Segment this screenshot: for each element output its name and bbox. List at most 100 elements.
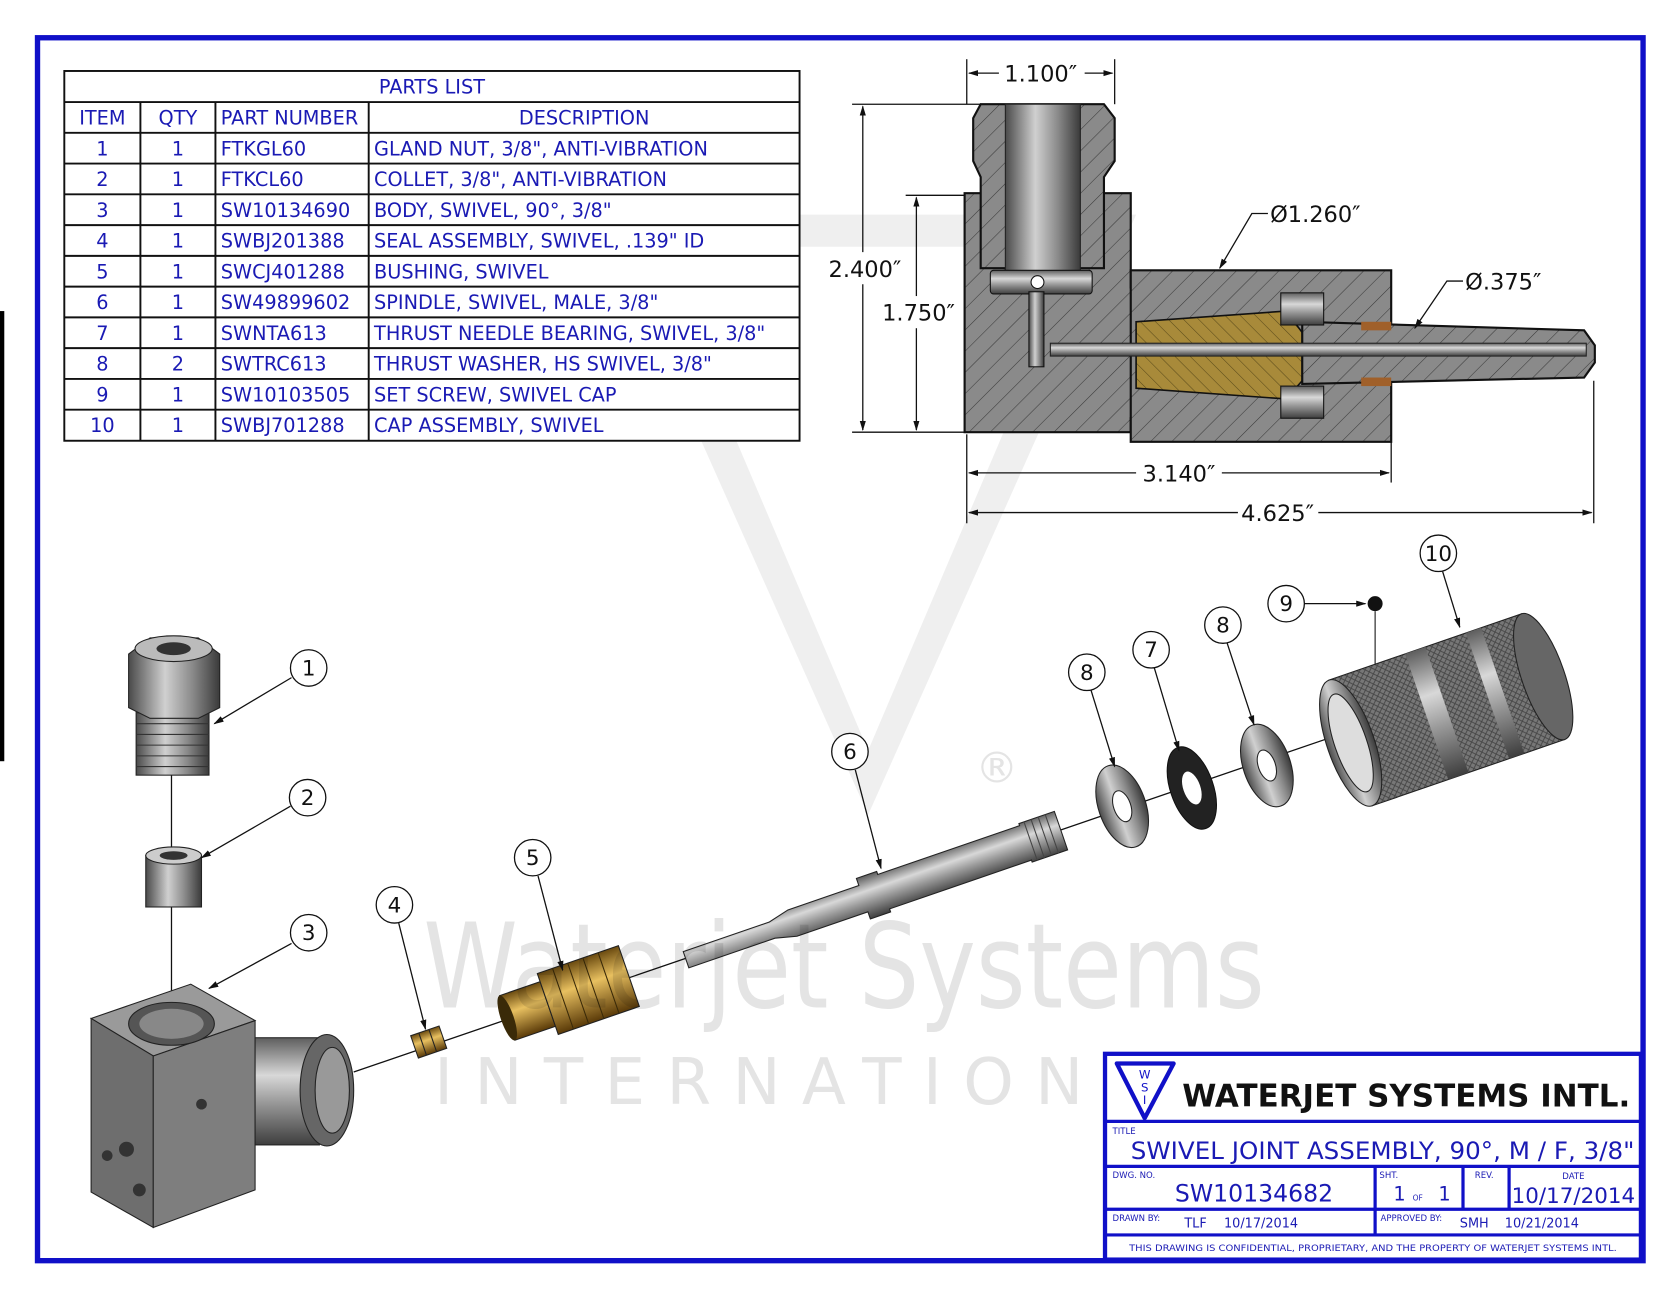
item-cell: 3 xyxy=(96,199,108,222)
balloon-number: 7 xyxy=(1144,638,1158,663)
qty-cell: 1 xyxy=(172,260,184,283)
qty-cell: 1 xyxy=(172,230,184,253)
drawing-title: SWIVEL JOINT ASSEMBLY, 90°, M / F, 3/8" xyxy=(1131,1137,1635,1165)
column-header: QTY xyxy=(159,107,198,130)
date-label: DATE xyxy=(1562,1172,1584,1182)
qty-cell: 1 xyxy=(172,291,184,314)
item-balloon: 3 xyxy=(289,913,328,952)
description-cell: SET SCREW, SWIVEL CAP xyxy=(374,383,616,406)
item-balloon: 9 xyxy=(1267,584,1306,623)
approved-by: SMH xyxy=(1460,1216,1489,1231)
sheet-border xyxy=(34,35,1646,1264)
balloon-number: 10 xyxy=(1425,542,1452,567)
company-logo: W S I xyxy=(1114,1061,1176,1121)
balloon-number: 2 xyxy=(301,786,315,811)
part-set-screw xyxy=(1367,596,1383,612)
logo-letter-i: I xyxy=(1143,1093,1146,1107)
balloon-number: 8 xyxy=(1080,661,1094,686)
item-balloon: 7 xyxy=(1132,630,1170,669)
parts-list-title: PARTS LIST xyxy=(379,75,485,98)
part-number-cell: FTKGL60 xyxy=(221,137,306,160)
part-thrust-washer-2 xyxy=(1240,723,1294,808)
description-cell: SEAL ASSEMBLY, SWIVEL, .139" ID xyxy=(374,230,704,253)
item-cell: 8 xyxy=(96,353,108,376)
sheet-number: 1 xyxy=(1393,1183,1405,1206)
qty-cell: 2 xyxy=(172,353,184,376)
qty-cell: 1 xyxy=(172,414,184,437)
watermark-line2: INTERNATIONAL xyxy=(434,1045,1206,1120)
dim-cap-diameter: Ø1.260″ xyxy=(1270,202,1361,228)
exploded-view xyxy=(89,571,1574,1229)
sheet-total: 1 xyxy=(1438,1183,1450,1206)
balloon-number: 5 xyxy=(526,846,540,871)
sheet-label: SHT. xyxy=(1379,1171,1398,1181)
item-balloon: 1 xyxy=(289,649,328,687)
balloon-number: 9 xyxy=(1279,592,1293,617)
section-view: 1.100″ 2.400″ 1.750″ Ø1.260″ Ø.375″ 3.14… xyxy=(829,59,1596,527)
approved-by-label: APPROVED BY: xyxy=(1380,1214,1442,1224)
dim-spindle-diameter: Ø.375″ xyxy=(1465,270,1541,296)
item-cell: 1 xyxy=(96,137,108,160)
dim-gland-width: 1.100″ xyxy=(1004,62,1077,88)
item-cell: 5 xyxy=(96,260,108,283)
logo-letter-s: S xyxy=(1141,1080,1148,1094)
item-cell: 2 xyxy=(96,168,108,191)
table-row: 5 1 SWCJ401288 BUSHING, SWIVEL xyxy=(96,260,549,283)
title-block: W S I WATERJET SYSTEMS INTL. TITLE SWIVE… xyxy=(1102,1051,1644,1262)
part-number-cell: SWCJ401288 xyxy=(221,260,345,283)
item-cell: 7 xyxy=(96,322,108,345)
qty-cell: 1 xyxy=(172,137,184,160)
balloon-number: 1 xyxy=(302,656,316,681)
part-number-cell: SW10134690 xyxy=(221,199,350,222)
drawn-date: 10/17/2014 xyxy=(1224,1216,1298,1231)
qty-cell: 1 xyxy=(172,199,184,222)
qty-cell: 1 xyxy=(172,168,184,191)
description-cell: GLAND NUT, 3/8", ANTI-VIBRATION xyxy=(374,137,708,160)
part-body xyxy=(89,983,355,1229)
date-value: 10/17/2014 xyxy=(1512,1184,1635,1209)
item-cell: 6 xyxy=(96,291,108,314)
part-seal-assembly xyxy=(410,1025,448,1059)
item-cell: 10 xyxy=(90,414,115,437)
sheet-edge-marks xyxy=(0,311,5,762)
balloon-number: 3 xyxy=(302,921,316,946)
item-cell: 9 xyxy=(96,383,108,406)
part-cap-assembly xyxy=(1319,612,1574,807)
item-balloon: 8 xyxy=(1067,653,1106,692)
item-balloon: 10 xyxy=(1419,534,1458,573)
item-balloon: 5 xyxy=(513,838,552,877)
description-cell: COLLET, 3/8", ANTI-VIBRATION xyxy=(374,168,667,191)
part-number-cell: SWTRC613 xyxy=(221,353,327,376)
watermark-registered: ® xyxy=(975,744,1018,794)
description-cell: BUSHING, SWIVEL xyxy=(374,260,549,283)
item-cell: 4 xyxy=(96,230,108,253)
column-header: PART NUMBER xyxy=(221,107,358,130)
dim-body-height: 1.750″ xyxy=(882,301,955,327)
logo-letter-w: W xyxy=(1139,1067,1151,1081)
rev-label: REV. xyxy=(1475,1171,1494,1181)
part-spindle xyxy=(682,810,1069,969)
dim-body-cap-length: 3.140″ xyxy=(1143,461,1216,487)
part-number-cell: SW10103505 xyxy=(221,383,350,406)
part-bushing xyxy=(497,944,641,1041)
part-gland-nut xyxy=(128,635,221,776)
table-row: 1 1 FTKGL60 GLAND NUT, 3/8", ANTI-VIBRATION xyxy=(96,137,708,160)
title-label: TITLE xyxy=(1112,1127,1136,1137)
item-balloon: 8 xyxy=(1204,606,1242,644)
part-collet xyxy=(145,846,203,908)
drawn-by: TLF xyxy=(1183,1216,1206,1231)
dwg-no-label: DWG. NO. xyxy=(1113,1171,1156,1181)
dim-overall-height: 2.400″ xyxy=(829,257,902,283)
balloon-number: 6 xyxy=(843,740,857,765)
company-name: WATERJET SYSTEMS INTL. xyxy=(1182,1078,1630,1114)
description-cell: SPINDLE, SWIVEL, MALE, 3/8" xyxy=(374,291,658,314)
